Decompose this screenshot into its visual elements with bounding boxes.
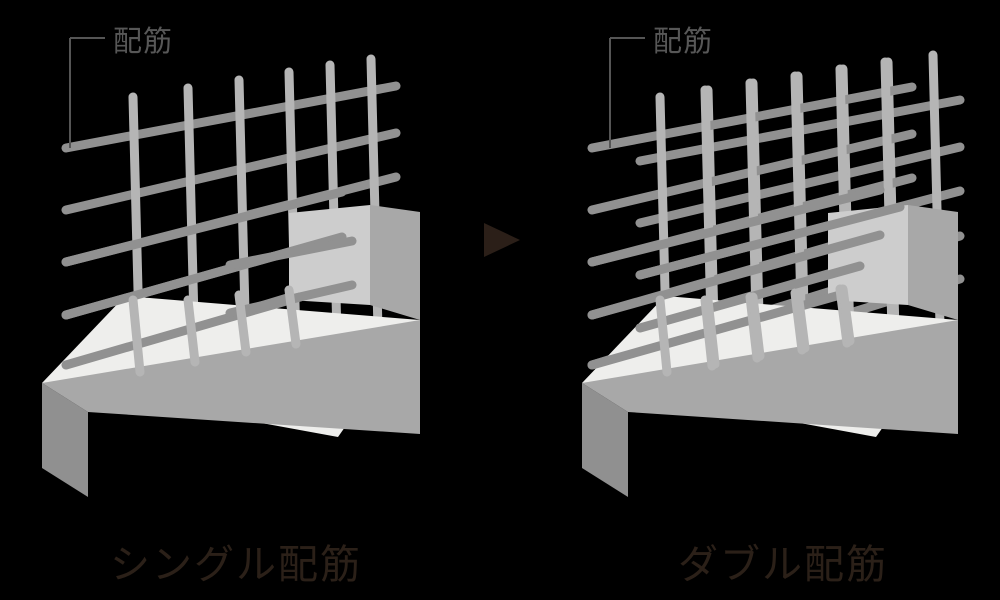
single-footing [42,296,420,497]
caption-double: ダブル配筋 [678,543,888,587]
caption-single: シングル配筋 [110,543,362,587]
double-vertical-rebars-front [655,284,855,377]
callout-leader-left [69,37,105,148]
callout-label-single: 配筋 [113,26,174,58]
double-wall-stub [828,205,958,320]
single-vertical-rebars-front [128,285,301,377]
transition-arrow-icon [484,223,520,257]
callout-label-double: 配筋 [653,26,714,58]
figure-single [42,54,420,497]
double-footing [582,296,958,497]
callout-leader-right [609,37,645,148]
figure-double [582,50,965,497]
single-wall-stub [289,205,420,320]
